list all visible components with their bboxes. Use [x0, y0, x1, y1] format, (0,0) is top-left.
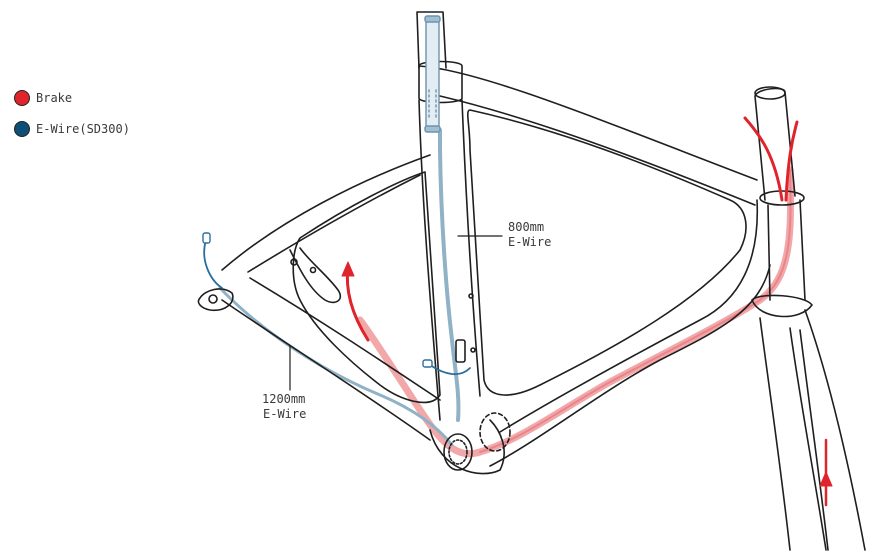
fork-blade-rear: [759, 317, 829, 551]
seatpost: [416, 11, 447, 69]
down-tube: [489, 199, 771, 467]
ewire-800-internal-route: [438, 128, 461, 422]
rear-triangle-window: [292, 171, 441, 404]
legend: Brake E-Wire(SD300): [14, 88, 130, 150]
legend-label-brake: Brake: [36, 91, 73, 105]
ewire-1200-internal-route: [218, 286, 454, 447]
front-triangle-window: [467, 109, 747, 396]
headset-cup: [759, 190, 805, 206]
bottom-bracket-left: [443, 433, 473, 471]
ewire-color-swatch: [14, 121, 30, 137]
brake-internal-route-core: [479, 169, 792, 453]
rear-dropout: [197, 288, 234, 312]
seat-stay: [221, 154, 431, 273]
bolt-hole-2: [309, 266, 317, 274]
frame-outline: [197, 11, 866, 551]
seatpost-battery: [424, 15, 441, 133]
chainstay-fin: [289, 247, 342, 304]
bottle-boss-1: [468, 293, 474, 299]
head-tube-top: [754, 86, 786, 100]
top-tube: [418, 65, 758, 206]
bottle-boss-2: [470, 347, 476, 353]
bottom-bracket-thread: [448, 439, 468, 465]
legend-label-ewire: E-Wire(SD300): [36, 122, 130, 136]
ewire-rear-derailleur-end: [203, 239, 223, 289]
chain-stay: [221, 277, 441, 441]
brake-arrow-rear: [341, 261, 355, 277]
ewire-front-derailleur-end: [429, 364, 471, 375]
brake-line-front-right: [784, 120, 799, 202]
fork-steerer: [767, 199, 806, 301]
seat-tube: [418, 99, 481, 421]
brake-color-swatch: [14, 90, 30, 106]
brake-arrow-fork: [819, 471, 833, 487]
label-1200-ewire: E-Wire: [263, 407, 306, 421]
fork-crown: [751, 294, 813, 318]
junction-port: [455, 339, 466, 363]
bolt-hole-1: [290, 258, 298, 266]
legend-item-ewire: E-Wire(SD300): [14, 119, 130, 139]
brake-line-front-left: [743, 116, 784, 202]
ewire-connector-rear: [202, 232, 211, 244]
dropout-axle: [208, 294, 218, 304]
fork-blade-front: [789, 309, 866, 551]
bottom-bracket-right: [479, 412, 511, 452]
bottom-bracket-shell: [429, 419, 505, 475]
label-1200mm: 1200mm: [262, 392, 305, 406]
legend-item-brake: Brake: [14, 88, 130, 108]
ewire-connector-front: [422, 359, 433, 368]
label-800-ewire: E-Wire: [508, 235, 551, 249]
label-800mm: 800mm: [508, 220, 544, 234]
